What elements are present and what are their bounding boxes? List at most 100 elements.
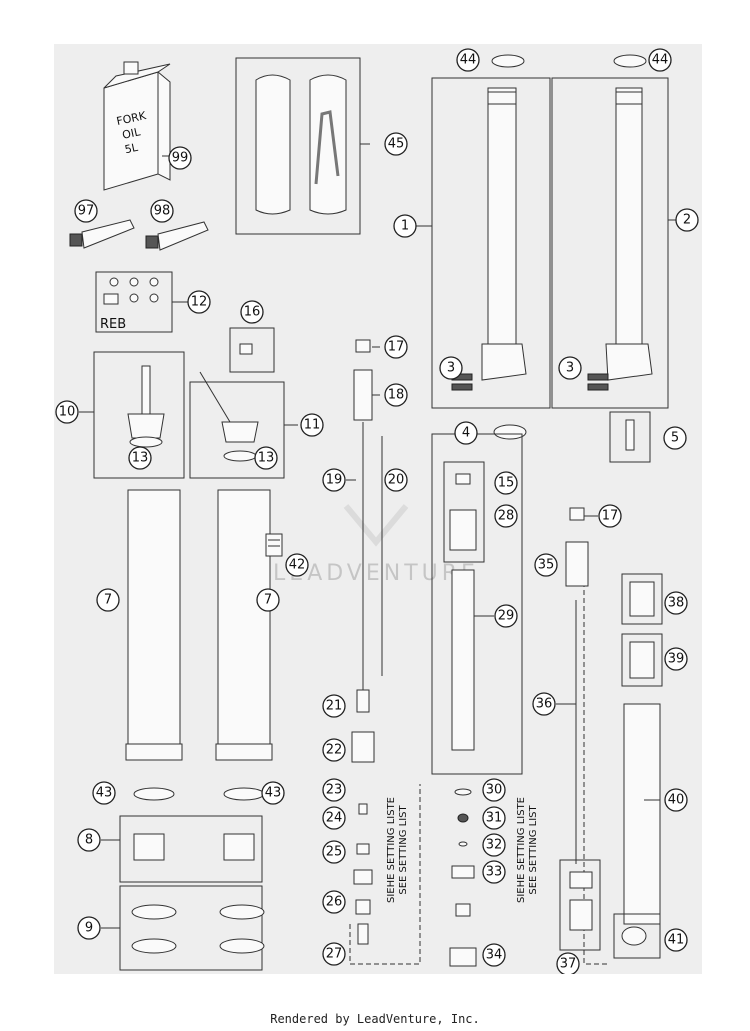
callout-12: 12 — [187, 290, 211, 314]
callout-22: 22 — [322, 738, 346, 762]
callout-99: 99 — [168, 146, 192, 170]
callout-3-right: 3 — [558, 356, 582, 380]
svg-text:23: 23 — [326, 783, 343, 798]
part-41-box — [613, 913, 661, 959]
damper-rod-assembly — [351, 339, 383, 945]
svg-text:7: 7 — [264, 593, 272, 608]
callout-44-right: 44 — [648, 48, 672, 72]
callout-4: 4 — [454, 421, 478, 445]
svg-text:13: 13 — [132, 451, 149, 466]
callout-40: 40 — [664, 788, 688, 812]
fork-guard-box — [235, 57, 361, 235]
bushing-set-8-box — [119, 815, 263, 883]
can-label-volume: 5L — [123, 141, 139, 157]
footer-credit: Rendered by LeadVenture, Inc. — [270, 1012, 480, 1026]
callout-38: 38 — [664, 591, 688, 615]
callout-7-left: 7 — [96, 588, 120, 612]
outer-tube-1-box — [431, 77, 551, 409]
svg-text:39: 39 — [668, 652, 685, 667]
svg-text:26: 26 — [326, 895, 343, 910]
callout-43-right: 43 — [261, 781, 285, 805]
seal-44-left — [491, 54, 525, 68]
callout-27: 27 — [322, 942, 346, 966]
callout-3-left: 3 — [439, 356, 463, 380]
callout-45: 45 — [384, 132, 408, 156]
inner-tube-left — [125, 489, 183, 761]
outer-tube-2-box — [551, 77, 669, 409]
callout-34: 34 — [482, 943, 506, 967]
part-5-box — [609, 411, 651, 463]
part-37 — [569, 871, 593, 931]
svg-text:21: 21 — [326, 699, 343, 714]
svg-text:19: 19 — [326, 473, 343, 488]
cartridge-assembly — [449, 473, 477, 967]
svg-text:45: 45 — [388, 137, 405, 152]
svg-text:41: 41 — [668, 933, 685, 948]
part-5 — [625, 419, 635, 451]
part-38-box — [621, 573, 663, 625]
svg-text:34: 34 — [486, 948, 503, 963]
callout-39: 39 — [664, 647, 688, 671]
svg-text:27: 27 — [326, 947, 343, 962]
callout-2: 2 — [675, 208, 699, 232]
svg-text:13: 13 — [258, 451, 275, 466]
callout-42: 42 — [285, 553, 309, 577]
svg-text:7: 7 — [104, 593, 112, 608]
svg-text:33: 33 — [486, 865, 503, 880]
grease-tube-98 — [145, 221, 209, 251]
callout-28: 28 — [494, 504, 518, 528]
svg-text:32: 32 — [486, 838, 503, 853]
svg-text:98: 98 — [154, 204, 171, 219]
svg-text:97: 97 — [78, 204, 95, 219]
svg-text:1: 1 — [401, 219, 409, 234]
bushing-set-8 — [133, 833, 255, 861]
callout-18: 18 — [384, 383, 408, 407]
callout-37: 37 — [556, 952, 580, 974]
svg-text:44: 44 — [460, 53, 477, 68]
svg-text:3: 3 — [447, 361, 455, 376]
callout-13-right: 13 — [254, 446, 278, 470]
svg-text:43: 43 — [96, 786, 113, 801]
sticker-42 — [265, 533, 283, 557]
svg-text:35: 35 — [538, 558, 555, 573]
part-28-box — [443, 461, 485, 563]
svg-text:37: 37 — [560, 957, 577, 972]
callout-17-top: 17 — [384, 335, 408, 359]
callout-26: 26 — [322, 890, 346, 914]
callout-97: 97 — [74, 199, 98, 223]
seal-set-9-box — [119, 885, 263, 971]
callout-1: 1 — [393, 214, 417, 238]
svg-text:43: 43 — [265, 786, 282, 801]
fork-guards — [255, 74, 347, 215]
grease-tube-97 — [69, 219, 135, 249]
callout-98: 98 — [150, 199, 174, 223]
part-39 — [629, 641, 655, 679]
svg-text:24: 24 — [326, 811, 343, 826]
damper-dashed-bracket — [349, 784, 421, 965]
svg-text:5: 5 — [671, 431, 679, 446]
can-label-oil: OIL — [121, 125, 142, 142]
part-16-box — [229, 327, 275, 373]
callout-23: 23 — [322, 778, 346, 802]
part-38 — [629, 581, 655, 617]
svg-text:2: 2 — [683, 213, 691, 228]
callout-29: 29 — [494, 604, 518, 628]
kit-12-parts — [103, 277, 159, 305]
setting-list-en-2: SEE SETTING LIST — [528, 805, 539, 895]
fork-oil-can: FORK OIL 5L — [103, 61, 171, 191]
svg-text:3: 3 — [566, 361, 574, 376]
svg-text:8: 8 — [85, 833, 93, 848]
callout-9: 9 — [77, 916, 101, 940]
svg-text:29: 29 — [498, 609, 515, 624]
callout-30: 30 — [482, 778, 506, 802]
cap-10-box — [93, 351, 185, 479]
callout-25: 25 — [322, 840, 346, 864]
seal-set-9 — [131, 904, 265, 954]
part-4 — [493, 424, 527, 440]
seal-44-right — [613, 54, 647, 68]
exploded-fork-diagram: LEADVENTURE FORK OIL 5L REB — [55, 48, 699, 974]
callout-7-right: 7 — [256, 588, 280, 612]
callout-44-left: 44 — [456, 48, 480, 72]
callout-21: 21 — [322, 694, 346, 718]
part-16 — [239, 343, 253, 355]
